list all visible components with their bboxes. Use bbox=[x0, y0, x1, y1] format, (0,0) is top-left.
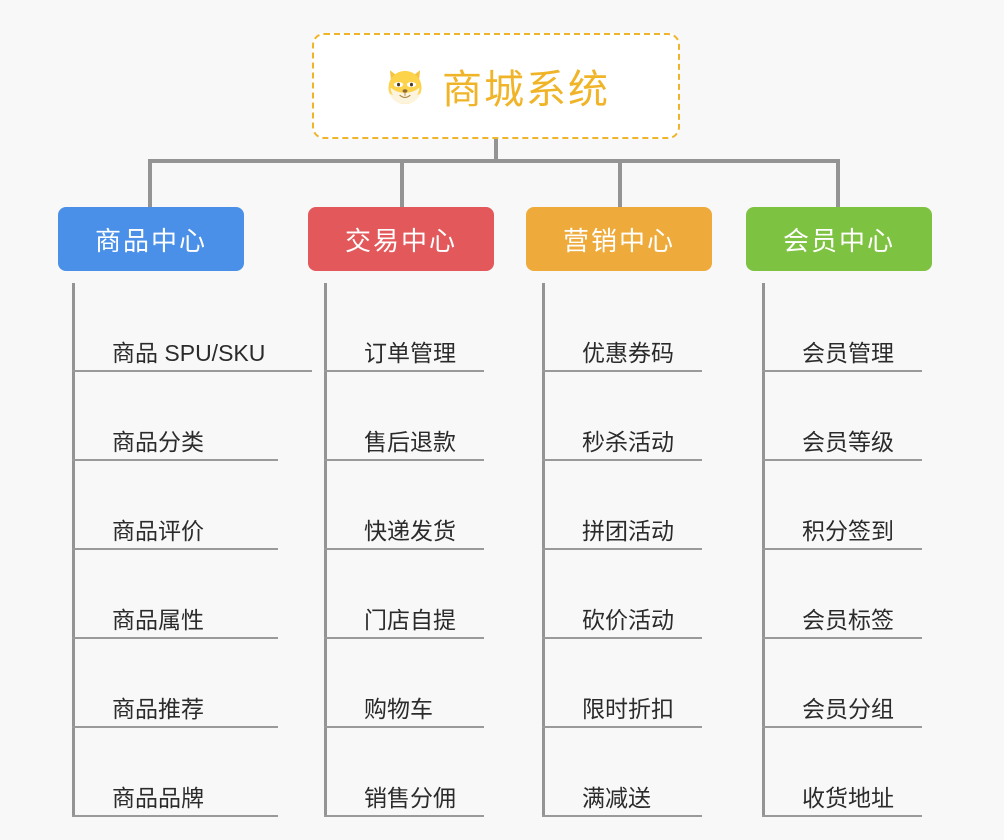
connector-horizontal-bus bbox=[150, 159, 838, 163]
leaf-item-label: 商品品牌 bbox=[112, 784, 204, 811]
leaf-item[interactable]: 拼团活动 bbox=[542, 461, 742, 550]
leaf-item-underline bbox=[324, 815, 484, 817]
connector-root-stem bbox=[494, 139, 498, 161]
branch-column-2: 订单管理售后退款快递发货门店自提购物车销售分佣 bbox=[324, 283, 524, 817]
connector-drop-2 bbox=[400, 159, 404, 207]
leaf-item-label: 订单管理 bbox=[364, 339, 456, 366]
leaf-item-label: 满减送 bbox=[582, 784, 651, 811]
leaf-item-label: 砍价活动 bbox=[582, 606, 674, 633]
branch-header-4[interactable]: 会员中心 bbox=[746, 207, 932, 271]
leaf-item-underline bbox=[762, 548, 922, 550]
leaf-item-label: 拼团活动 bbox=[582, 517, 674, 544]
branch-header-label: 商品中心 bbox=[94, 225, 207, 256]
branch-column-1: 商品 SPU/SKU 商品分类商品评价商品属性商品推荐商品品牌 bbox=[72, 283, 318, 817]
leaf-item-underline bbox=[762, 726, 922, 728]
leaf-item[interactable]: 购物车 bbox=[324, 639, 524, 728]
leaf-item[interactable]: 会员标签 bbox=[762, 550, 962, 639]
leaf-item-label: 商品属性 bbox=[112, 606, 204, 633]
leaf-item-label: 会员管理 bbox=[802, 339, 894, 366]
leaf-item-underline bbox=[324, 370, 484, 372]
leaf-item-label: 会员等级 bbox=[802, 428, 894, 455]
leaf-item-underline bbox=[72, 459, 278, 461]
branch-trunk-line bbox=[542, 283, 545, 817]
leaf-item-underline bbox=[72, 370, 312, 372]
leaf-item[interactable]: 优惠券码 bbox=[542, 283, 742, 372]
leaf-item[interactable]: 快递发货 bbox=[324, 461, 524, 550]
branch-column-4: 会员管理会员等级积分签到会员标签会员分组收货地址 bbox=[762, 283, 962, 817]
leaf-item[interactable]: 售后退款 bbox=[324, 372, 524, 461]
root-title: 商城系统 bbox=[442, 68, 610, 112]
leaf-item-label: 积分签到 bbox=[802, 517, 894, 544]
leaf-item-underline bbox=[72, 548, 278, 550]
connector-drop-4 bbox=[836, 159, 840, 207]
connector-drop-3 bbox=[618, 159, 622, 207]
leaf-item-label: 优惠券码 bbox=[582, 339, 674, 366]
leaf-item[interactable]: 秒杀活动 bbox=[542, 372, 742, 461]
leaf-item-label: 销售分佣 bbox=[364, 784, 456, 811]
leaf-item-label: 门店自提 bbox=[364, 606, 456, 633]
leaf-item[interactable]: 订单管理 bbox=[324, 283, 524, 372]
leaf-item-underline bbox=[324, 726, 484, 728]
leaf-item-underline bbox=[542, 637, 702, 639]
leaf-item-label: 售后退款 bbox=[364, 428, 456, 455]
branch-header-1[interactable]: 商品中心 bbox=[58, 207, 244, 271]
leaf-item[interactable]: 商品属性 bbox=[72, 550, 318, 639]
leaf-item[interactable]: 商品 SPU/SKU bbox=[72, 283, 318, 372]
leaf-item[interactable]: 门店自提 bbox=[324, 550, 524, 639]
leaf-item-underline bbox=[762, 815, 922, 817]
leaf-item-label: 收货地址 bbox=[802, 784, 894, 811]
leaf-item[interactable]: 砍价活动 bbox=[542, 550, 742, 639]
root-node[interactable]: 商城系统 bbox=[312, 33, 680, 139]
leaf-item[interactable]: 积分签到 bbox=[762, 461, 962, 550]
leaf-item-underline bbox=[762, 370, 922, 372]
leaf-item[interactable]: 商品品牌 bbox=[72, 728, 318, 817]
leaf-item-underline bbox=[542, 459, 702, 461]
leaf-item-underline bbox=[762, 459, 922, 461]
leaf-item[interactable]: 销售分佣 bbox=[324, 728, 524, 817]
leaf-item-label: 会员标签 bbox=[802, 606, 894, 633]
branch-header-label: 交易中心 bbox=[344, 225, 457, 256]
dog-face-icon bbox=[382, 63, 428, 109]
leaf-item-label: 会员分组 bbox=[802, 695, 894, 722]
branch-column-3: 优惠券码秒杀活动拼团活动砍价活动限时折扣满减送 bbox=[542, 283, 742, 817]
leaf-item-underline bbox=[324, 459, 484, 461]
leaf-item[interactable]: 收货地址 bbox=[762, 728, 962, 817]
connector-drop-1 bbox=[148, 159, 152, 207]
leaf-item-underline bbox=[542, 726, 702, 728]
leaf-item-label: 商品推荐 bbox=[112, 695, 204, 722]
branch-trunk-line bbox=[324, 283, 327, 817]
branch-trunk-line bbox=[72, 283, 75, 817]
leaf-item-underline bbox=[324, 637, 484, 639]
leaf-item[interactable]: 商品推荐 bbox=[72, 639, 318, 728]
leaf-item-underline bbox=[72, 815, 278, 817]
leaf-item-label: 商品评价 bbox=[112, 517, 204, 544]
leaf-item-underline bbox=[324, 548, 484, 550]
leaf-item-label: 快递发货 bbox=[364, 517, 456, 544]
leaf-item-label: 秒杀活动 bbox=[582, 428, 674, 455]
branch-header-2[interactable]: 交易中心 bbox=[308, 207, 494, 271]
branch-header-label: 营销中心 bbox=[562, 225, 675, 256]
leaf-item-label: 商品分类 bbox=[112, 428, 204, 455]
leaf-item[interactable]: 会员分组 bbox=[762, 639, 962, 728]
branch-header-label: 会员中心 bbox=[782, 225, 895, 256]
leaf-item[interactable]: 会员管理 bbox=[762, 283, 962, 372]
leaf-item-underline bbox=[542, 815, 702, 817]
leaf-item[interactable]: 满减送 bbox=[542, 728, 742, 817]
leaf-item[interactable]: 商品分类 bbox=[72, 372, 318, 461]
leaf-item[interactable]: 限时折扣 bbox=[542, 639, 742, 728]
leaf-item-label: 商品 SPU/SKU bbox=[112, 339, 266, 366]
leaf-item-underline bbox=[542, 370, 702, 372]
leaf-item-underline bbox=[72, 637, 278, 639]
leaf-item-underline bbox=[72, 726, 278, 728]
leaf-item-label: 购物车 bbox=[364, 695, 433, 722]
branch-trunk-line bbox=[762, 283, 765, 817]
leaf-item[interactable]: 会员等级 bbox=[762, 372, 962, 461]
leaf-item-underline bbox=[762, 637, 922, 639]
leaf-item-label: 限时折扣 bbox=[582, 695, 674, 722]
leaf-item-underline bbox=[542, 548, 702, 550]
branch-header-3[interactable]: 营销中心 bbox=[526, 207, 712, 271]
leaf-item[interactable]: 商品评价 bbox=[72, 461, 318, 550]
